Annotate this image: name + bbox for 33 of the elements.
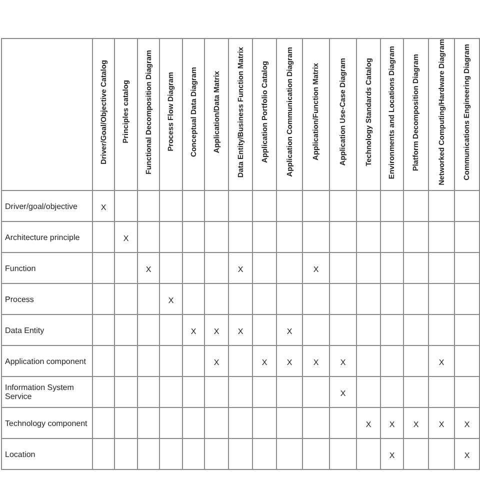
check-mark: X <box>438 358 444 368</box>
row-header: Process <box>5 294 34 304</box>
check-mark: X <box>340 358 346 368</box>
check-mark: X <box>262 358 268 368</box>
check-mark: X <box>214 327 220 336</box>
check-mark: X <box>389 451 395 460</box>
check-mark: X <box>100 203 106 212</box>
check-mark: X <box>340 389 346 398</box>
check-mark: X <box>238 327 244 336</box>
row-header: Driver/goal/objective <box>5 202 78 211</box>
row-header: Application component <box>5 356 86 366</box>
check-mark: X <box>214 358 220 368</box>
row-header: Function <box>5 264 36 273</box>
check-mark: X <box>389 420 395 430</box>
check-mark: X <box>313 358 319 368</box>
row-header: Architecture principle <box>5 232 80 242</box>
check-mark: X <box>413 420 419 430</box>
check-mark: X <box>146 265 152 274</box>
check-mark: X <box>366 420 372 430</box>
check-mark: X <box>190 327 196 336</box>
row-header: Data Entity <box>5 326 44 335</box>
check-mark: X <box>168 296 174 306</box>
check-mark: X <box>313 265 319 274</box>
check-mark: X <box>464 420 470 430</box>
row-header: Information System Service <box>5 383 74 402</box>
check-mark: X <box>238 265 244 274</box>
check-mark: X <box>464 451 470 460</box>
row-header: Location <box>5 450 36 459</box>
check-mark: X <box>438 420 444 430</box>
check-mark: X <box>286 327 292 336</box>
check-mark: X <box>286 358 292 368</box>
check-mark: X <box>123 234 129 244</box>
row-header: Technology component <box>5 418 88 428</box>
